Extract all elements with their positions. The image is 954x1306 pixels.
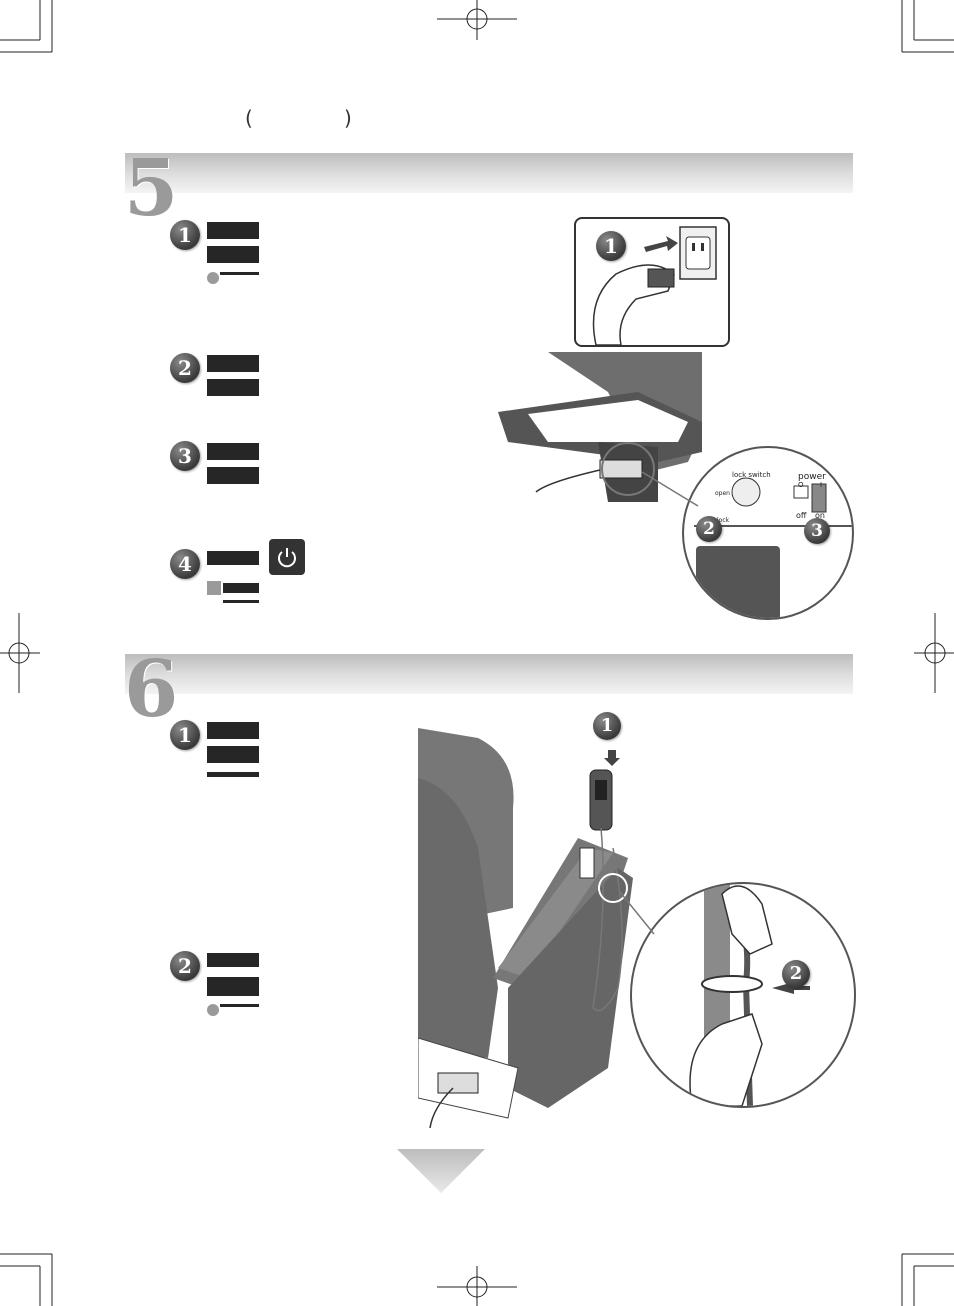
section-6-step-1-bar-a: [207, 722, 259, 739]
chair-remote-figure: [418, 728, 633, 1128]
section-5-step-2-badge: 2: [170, 353, 200, 383]
chair-base-figure: [498, 352, 702, 502]
section-6-number: 6: [124, 644, 179, 735]
section-6-step-2-bar-a: [207, 953, 259, 967]
header-close-paren: ): [344, 106, 352, 130]
section-5-step-2-bar-b: [207, 379, 259, 396]
cable-clip-zoom-figure: 2: [630, 882, 856, 1108]
plug-in-figure: 1: [574, 217, 730, 347]
remote-figure-callout-1: 1: [593, 712, 621, 740]
on-symbol: I: [820, 481, 823, 489]
zoom-connector-line-6: [619, 891, 655, 935]
section-5-step-4-note-icon: [207, 581, 221, 595]
section-5-step-1-bar-a: [207, 222, 259, 239]
section-5-step-4-badge: 4: [170, 549, 200, 579]
plug-figure-callout-1: 1: [596, 231, 626, 261]
clip-figure-callout-2: 2: [782, 960, 810, 988]
lock-switch-label: lock switch: [732, 471, 771, 479]
switch-zoom-figure: lock switch open lock power O I off on 2…: [682, 446, 854, 620]
section-5-step-3-bar-a: [207, 443, 259, 460]
section-5-step-4-note-line: [223, 600, 259, 603]
lock-label: lock: [717, 517, 730, 524]
power-icon: [269, 539, 305, 575]
switch-figure-callout-3: 3: [804, 518, 830, 544]
triangle-down-icon: [397, 1149, 485, 1193]
on-label: on: [815, 511, 825, 520]
zoom-connector-line: [641, 471, 699, 507]
off-label: off: [796, 511, 807, 520]
section-5-step-4-bar-a: [207, 551, 259, 565]
section-6-step-2-badge: 2: [170, 951, 200, 981]
section-5-step-4-bar-b: [223, 583, 259, 593]
section-5-step-1-note-icon: [207, 272, 219, 284]
section-5-step-1-badge: 1: [170, 220, 200, 250]
section-6-step-2-note-line: [220, 1004, 259, 1007]
section-6-step-2-bar-b: [207, 977, 259, 996]
off-symbol: O: [798, 481, 804, 489]
power-label: power: [798, 472, 826, 482]
open-label: open: [715, 490, 730, 497]
section-6-step-1-note-line: [207, 772, 259, 777]
section-5-header-band: [125, 153, 853, 193]
section-5-step-1-bar-b: [207, 246, 259, 263]
section-5-step-2-bar-a: [207, 355, 259, 372]
section-6-step-1-bar-b: [207, 746, 259, 763]
switch-figure-callout-2: 2: [696, 516, 722, 542]
section-5-step-1-note-line: [220, 272, 259, 275]
section-6-step-1-badge: 1: [170, 720, 200, 750]
section-6-step-2-note-icon: [207, 1004, 219, 1016]
header-open-paren: (: [245, 106, 253, 130]
section-6-header-band: [125, 654, 853, 694]
section-5-step-3-bar-b: [207, 467, 259, 484]
section-5-step-3-badge: 3: [170, 441, 200, 471]
section-5-number: 5: [124, 143, 179, 234]
